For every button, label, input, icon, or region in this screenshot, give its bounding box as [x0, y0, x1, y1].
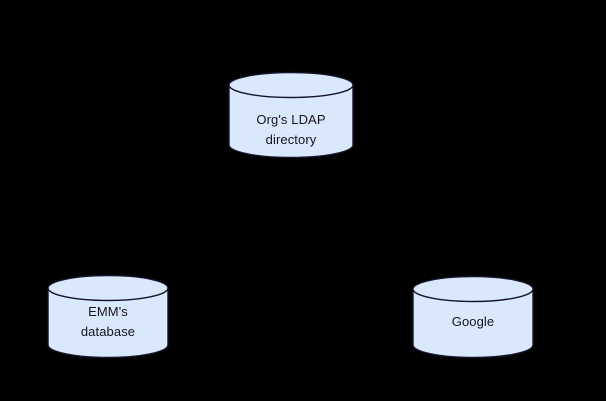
database-node-ldap[interactable]: Org's LDAP directory	[228, 71, 354, 159]
database-node-emm[interactable]: EMM's database	[47, 274, 169, 359]
cylinder-shape-icon	[412, 275, 534, 359]
cylinder-shape-icon	[47, 274, 169, 359]
database-node-google[interactable]: Google	[412, 275, 534, 359]
cylinder-shape-icon	[228, 71, 354, 159]
